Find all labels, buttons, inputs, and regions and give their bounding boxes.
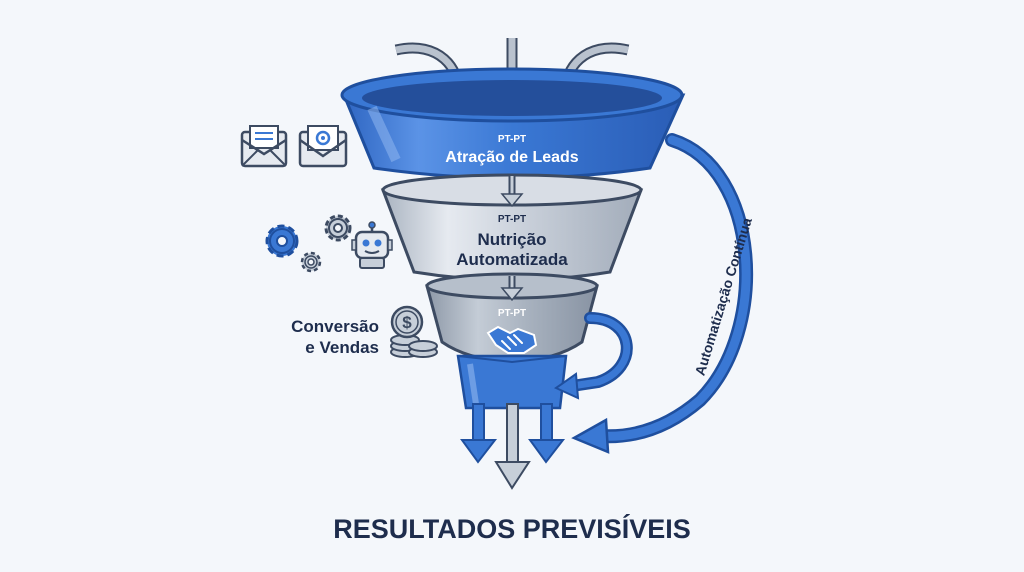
gear-icon: [300, 251, 322, 273]
gear-icon: [324, 214, 352, 242]
svg-text:$: $: [402, 313, 412, 332]
conversion-label-line1: Conversão: [291, 317, 379, 336]
robot-icon: [351, 221, 393, 269]
stage-2-label-line1: Nutrição: [478, 230, 547, 249]
stage-2-tag: PT-PT: [498, 214, 526, 225]
output-arrows: [460, 403, 566, 490]
dollar-coins-icon: $: [390, 305, 438, 358]
loop-arrow-outer: [571, 133, 754, 454]
stage-1-tag: PT-PT: [498, 134, 526, 145]
stage-3-tag: PT-PT: [498, 308, 526, 319]
loop-arrow-inner: [553, 312, 633, 400]
gear-icon: [265, 224, 299, 258]
stage-1-label: Atração de Leads: [445, 149, 578, 166]
conversion-label-line2: e Vendas: [305, 338, 379, 357]
at-envelope-icon: [298, 125, 348, 168]
funnel-stage-attraction: [340, 67, 686, 180]
handshake-icon: [486, 325, 538, 354]
results-title: RESULTADOS PREVISÍVEIS: [333, 513, 691, 544]
stage-2-label-line2: Automatizada: [456, 250, 568, 269]
funnel-spout: [456, 354, 568, 410]
envelope-icon: [240, 125, 288, 168]
stage-connector-arrows: [500, 176, 524, 302]
